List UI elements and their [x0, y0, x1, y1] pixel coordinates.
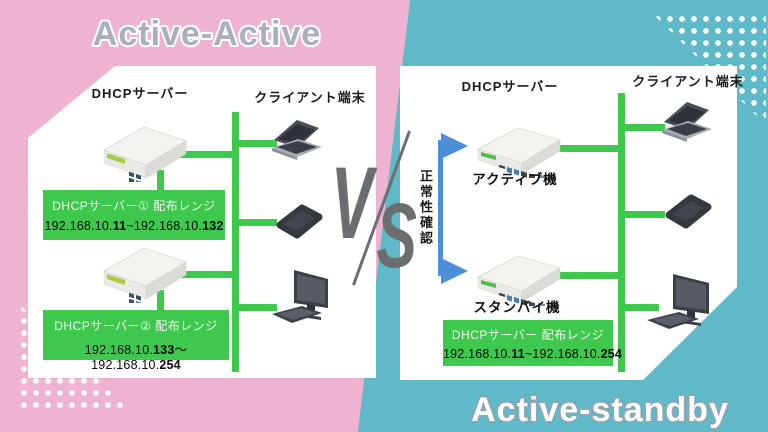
left-network-trunk-line — [232, 112, 239, 372]
laptop-icon-right — [662, 102, 712, 142]
title-active-active: Active-Active — [91, 13, 322, 55]
right-dhcp-server-header: DHCPサーバー — [461, 79, 559, 94]
svg-text:Active-standby: Active-standby — [471, 391, 729, 429]
dhcp-server-1-icon — [103, 126, 187, 182]
range-box-2-ip-range: 192.168.10.133～192.168.10.254 — [84, 343, 188, 372]
left-desktop-branch-line — [239, 304, 277, 311]
range-box-1-title: DHCPサーバー① 配布レンジ — [52, 199, 216, 213]
tablet-icon-right — [665, 194, 712, 229]
standby-router-link-line — [558, 272, 618, 279]
title-active-standby: Active-standby — [470, 390, 729, 431]
svg-text:Active-Active: Active-Active — [93, 15, 321, 53]
right-tablet-branch-line — [625, 211, 665, 218]
active-router-label: アクティブ機 — [472, 172, 558, 187]
right-laptop-branch-line — [625, 124, 665, 131]
right-desktop-branch-line — [625, 304, 659, 311]
health-check-arrow-top — [441, 133, 468, 159]
dhcp-server-2-icon — [103, 247, 187, 303]
tablet-icon — [276, 204, 323, 239]
desktop-icon — [272, 270, 328, 323]
range-box-2-title: DHCPサーバー② 配布レンジ — [54, 319, 218, 333]
health-check-line — [438, 140, 443, 276]
dhcp-range-box-1: DHCPサーバー① 配布レンジ 192.168.10.11~192.168.10… — [43, 190, 225, 240]
left-tablet-branch-line — [239, 219, 277, 226]
left-server1-link-line — [178, 151, 234, 158]
health-check-arrow-bottom — [441, 258, 468, 284]
vs-letter-v: V — [330, 146, 374, 260]
range-box-right-ip-range: 192.168.10.11~192.168.10.254 — [443, 347, 623, 361]
left-laptop-branch-line — [239, 140, 277, 147]
laptop-icon — [272, 120, 322, 160]
left-dhcp-server-header: DHCPサーバー — [91, 86, 189, 101]
right-network-trunk-line — [618, 93, 625, 372]
dhcp-range-box-right: DHCPサーバー 配布レンジ 192.168.10.11~192.168.10.… — [443, 320, 623, 366]
active-router-icon — [476, 127, 561, 178]
right-client-header: クライアント端末 — [632, 74, 744, 89]
active-router-link-line — [558, 145, 618, 152]
standby-router-icon — [476, 255, 561, 306]
range-box-right-title: DHCPサーバー 配布レンジ — [451, 328, 605, 342]
left-client-header: クライアント端末 — [254, 90, 366, 105]
left-box2-stem-line — [157, 290, 164, 313]
desktop-icon-right — [647, 274, 709, 329]
range-box-1-ip-range: 192.168.10.11~192.168.10.132 — [44, 219, 224, 233]
dhcp-range-box-2: DHCPサーバー② 配布レンジ 192.168.10.133～192.168.1… — [43, 310, 229, 372]
standby-router-label: スタンバイ機 — [473, 300, 561, 315]
left-server2-link-line — [178, 271, 234, 278]
vs-letter-s: S — [376, 185, 417, 287]
health-check-label: 正常性確認 — [418, 169, 433, 247]
left-box1-stem-line — [157, 170, 164, 193]
